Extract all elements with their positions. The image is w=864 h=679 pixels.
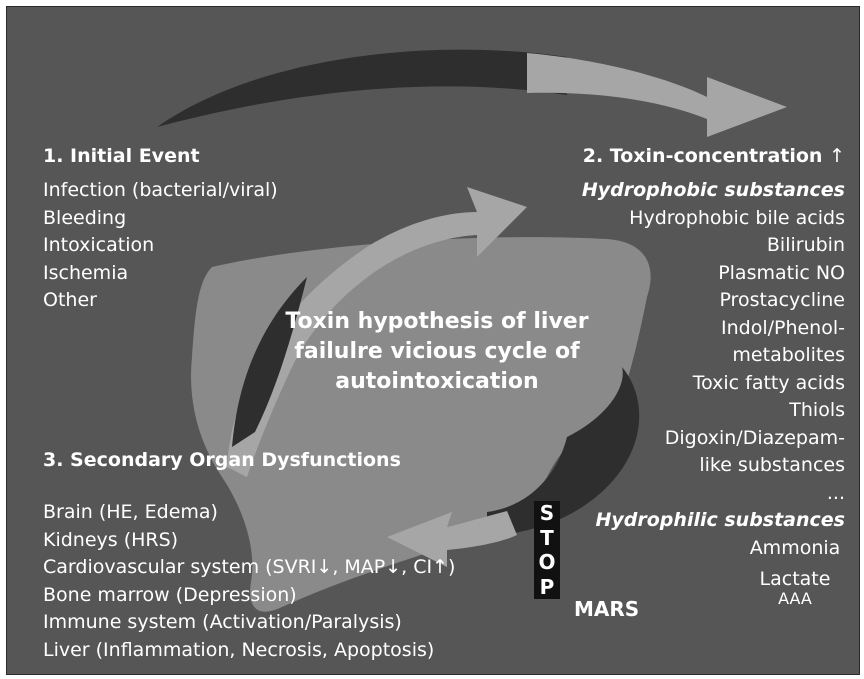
list-item: Prostacycline	[719, 289, 845, 311]
list-item: Ischemia	[43, 261, 129, 284]
hydrophilic-title: Hydrophilic substances	[595, 509, 846, 531]
up-arrow-icon: ↑	[829, 145, 845, 167]
list-item: Cardiovascular system (SVRI↓, MAP↓, CI↑)	[43, 556, 456, 578]
list-item: Lactate	[759, 567, 831, 590]
list-item: like substances	[699, 454, 845, 476]
lower-arrow-light	[387, 511, 517, 567]
initial-event-list: Infection (bacterial/viral) Bleeding Int…	[43, 177, 278, 315]
secondary-heading: 3. Secondary Organ Dysfunctions	[43, 449, 401, 471]
hydrophilic-list: Ammonia Lactate AAA	[747, 535, 843, 613]
list-item: Bleeding	[43, 206, 127, 229]
list-item: Bilirubin	[766, 234, 845, 256]
center-title: Toxin hypothesis of liver failulre vicio…	[285, 309, 589, 394]
list-item: Bone marrow (Depression)	[43, 583, 297, 606]
lower-arrow-dark	[487, 367, 640, 537]
mars-label: MARS	[574, 597, 640, 621]
hydrophobic-title: Hydrophobic substances	[581, 179, 845, 201]
list-item: Thiols	[789, 399, 845, 421]
list-item: Kidneys (HRS)	[43, 528, 179, 551]
top-arrow-light	[527, 53, 787, 137]
initial-event-heading: 1. Initial Event	[43, 145, 200, 167]
list-item: Intoxication	[43, 234, 155, 256]
list-item: metabolites	[732, 344, 845, 366]
list-item: Other	[43, 289, 97, 311]
stop-letter: P	[539, 574, 555, 599]
left-arrow-dark	[232, 277, 307, 447]
toxin-concentration-heading: 2. Toxin-concentration ↑	[583, 143, 845, 171]
toxin-heading-text: 2. Toxin-concentration	[582, 145, 823, 167]
list-item: Ammonia	[749, 537, 841, 559]
list-item: Immune system (Activation/Paralysis)	[43, 611, 402, 633]
list-item: Hydrophobic bile acids	[629, 206, 845, 229]
list-item: Indol/Phenol-	[720, 316, 845, 339]
cycle-illustration	[157, 49, 787, 612]
list-item: Infection (bacterial/viral)	[43, 179, 278, 201]
list-item: Brain (HE, Edema)	[43, 501, 218, 523]
list-item: AAA	[778, 589, 812, 608]
top-arrow-dark	[157, 49, 567, 127]
list-item: Liver (Inflammation, Necrosis, Apoptosis…	[43, 638, 435, 661]
hydrophobic-list: Hydrophobic substances Hydrophobic bile …	[582, 177, 845, 535]
list-item: Toxic fatty acids	[692, 371, 845, 394]
list-item: Digoxin/Diazepam-	[664, 426, 845, 449]
secondary-list: Brain (HE, Edema) Kidneys (HRS) Cardiova…	[43, 499, 455, 664]
stop-letter: O	[538, 550, 556, 574]
diagram-slide: 1. Initial Event Infection (bacterial/vi…	[6, 6, 860, 675]
stop-letter: S	[539, 501, 555, 525]
list-item: Plasmatic NO	[718, 261, 845, 284]
list-item: ...	[826, 481, 845, 504]
stop-sign: S T O P	[534, 501, 560, 599]
stop-letter: T	[540, 525, 554, 550]
